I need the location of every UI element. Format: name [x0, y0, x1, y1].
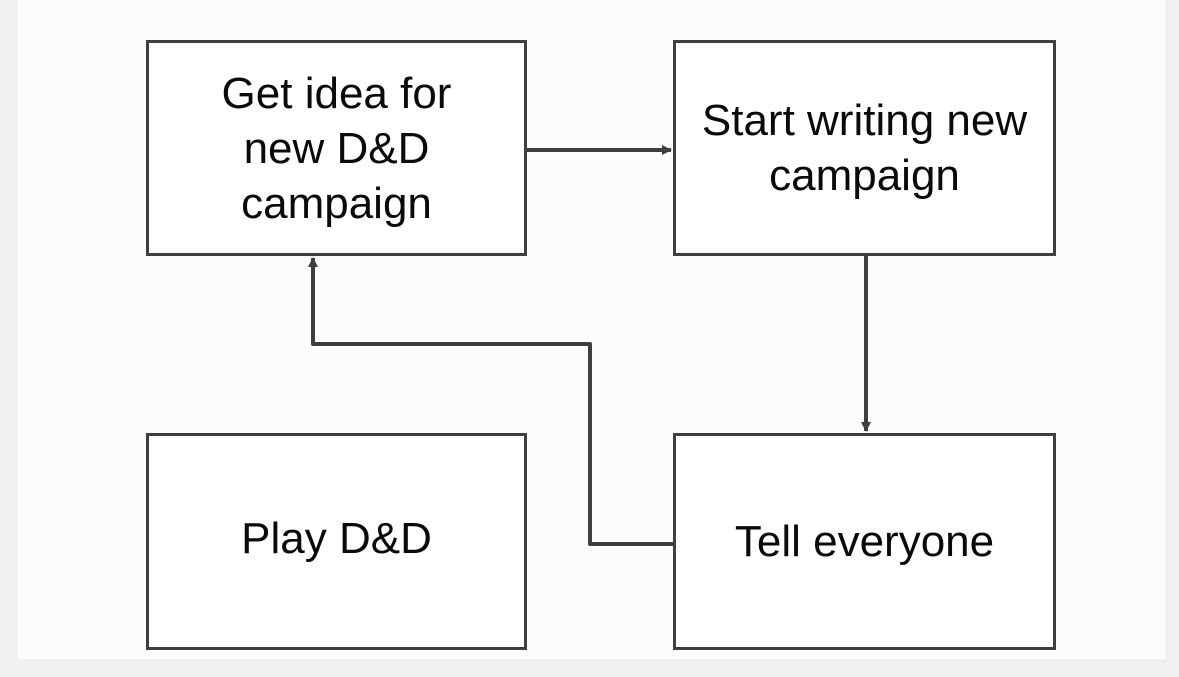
scan-border-right — [1165, 0, 1179, 677]
node-play: Play D&D — [146, 433, 527, 650]
node-start-writing-label: Start writing new campaign — [701, 96, 1028, 200]
node-start-writing: Start writing new campaign — [673, 40, 1056, 256]
scan-border-left — [0, 0, 18, 677]
scan-border-bottom — [0, 659, 1179, 677]
node-get-idea-label: Get idea for new D&D campaign — [221, 68, 452, 228]
arrow-tell-to-idea — [308, 257, 673, 546]
node-play-label: Play D&D — [241, 514, 432, 563]
node-get-idea: Get idea for new D&D campaign — [146, 40, 527, 256]
node-tell-everyone: Tell everyone — [673, 433, 1056, 650]
node-tell-everyone-label: Tell everyone — [734, 517, 995, 566]
